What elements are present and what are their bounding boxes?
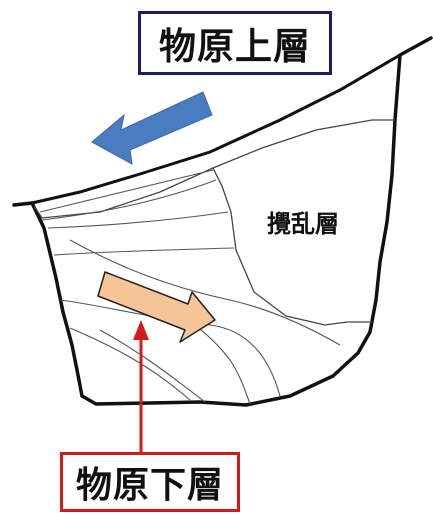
disturbed-layer-boundary bbox=[212, 167, 372, 326]
disturbed-layer-label: 攪乱層 bbox=[267, 210, 339, 238]
upper-surface-line bbox=[30, 53, 402, 205]
arrow-right-down-icon bbox=[97, 271, 216, 343]
upper-layer-label: 物原上層 bbox=[138, 11, 332, 75]
section-outline bbox=[12, 36, 433, 407]
pointer-arrowhead bbox=[133, 320, 149, 340]
lower-layer-label: 物原下層 bbox=[60, 452, 240, 512]
arrow-left-down-icon bbox=[91, 91, 213, 165]
